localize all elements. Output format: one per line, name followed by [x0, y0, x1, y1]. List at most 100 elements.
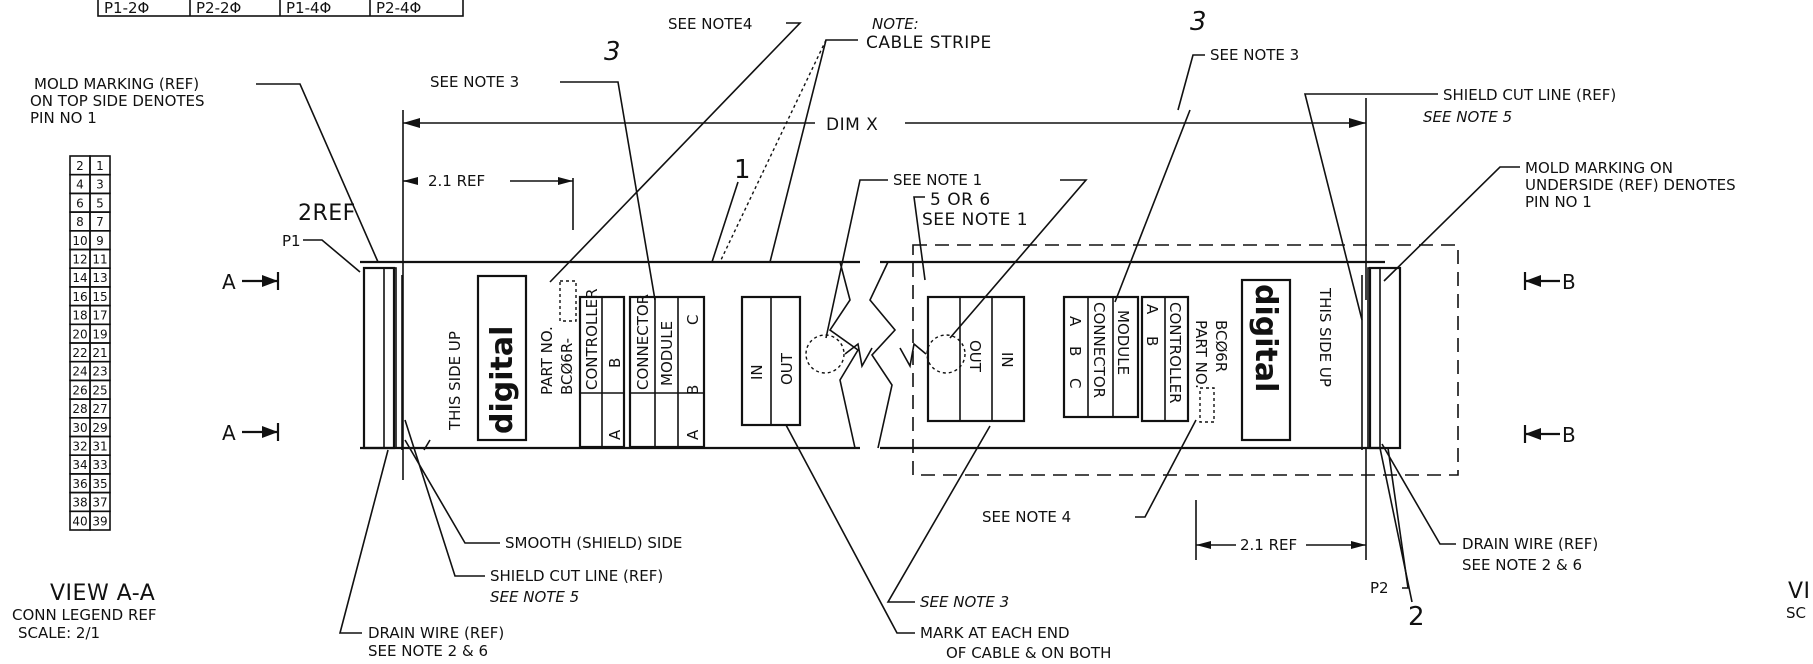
left-logo: digital [485, 326, 520, 434]
callout-3-left: 3 [604, 37, 621, 67]
pin-number: 14 [72, 271, 87, 285]
mold-marking-left-line2: ON TOP SIDE DENOTES [30, 92, 205, 110]
right-connector-label: CONNECTOR [1090, 302, 1108, 398]
b-top-label: B [1562, 270, 1576, 294]
p1-leader [303, 239, 361, 273]
scale-right-partial: SC [1786, 604, 1806, 622]
pin-number: 36 [72, 477, 87, 491]
drain-wire-left-line1: DRAIN WIRE (REF) [368, 624, 504, 642]
cable-stripe-dashed-leader [719, 39, 827, 263]
p1-label: P1 [282, 232, 301, 250]
see-note3-bottom-leader [886, 425, 991, 603]
right-controller-label: CONTROLLER [1166, 302, 1184, 404]
pin-number: 12 [72, 253, 87, 267]
callout-1: 1 [734, 155, 751, 185]
pin-number: 10 [72, 234, 87, 248]
a-top-label: A [222, 270, 236, 294]
p2-leader [1387, 447, 1409, 589]
pin-number: 2 [76, 159, 84, 173]
table-cell-3: P1-4Φ [286, 0, 331, 17]
pin-number: 23 [92, 365, 107, 379]
drain-wire-right-leader [1381, 443, 1456, 545]
left-module-label: MODULE [658, 321, 676, 386]
mold-marking-right-line3: PIN NO 1 [1525, 193, 1592, 211]
see-note4-bottom-leader [1135, 419, 1197, 518]
a-bottom-label: A [222, 421, 236, 445]
left-part-no: PART NO. [538, 326, 556, 395]
drain-wire-left-leader [338, 449, 389, 634]
view-right-partial: VI [1788, 579, 1811, 604]
callout-2: 2 [1408, 602, 1425, 632]
right-logo: digital [1248, 284, 1283, 392]
scale-label: SCALE: 2/1 [18, 624, 100, 642]
right-out-label: OUT [966, 340, 984, 373]
smooth-side-label: SMOOTH (SHIELD) SIDE [505, 534, 682, 552]
drain-wire-left-line2: SEE NOTE 2 & 6 [368, 642, 488, 660]
right-logo-box [1240, 278, 1292, 442]
p2-label: P2 [1370, 579, 1389, 597]
mold-marking-left-line3: PIN NO 1 [30, 109, 97, 127]
see-note3-left-leader [560, 81, 656, 301]
cable-stripe-label: CABLE STRIPE [866, 33, 992, 53]
ref-2-1-left: 2.1 REF [428, 172, 485, 190]
table-cell-4: P2-4Φ [376, 0, 421, 17]
right-part-no: PART NO. [1192, 320, 1210, 389]
table-cell-1: P1-2Φ [104, 0, 149, 17]
conn-legend-label: CONN LEGEND REF [12, 606, 157, 624]
pin-number: 24 [72, 365, 87, 379]
mold-marking-right-line2: UNDERSIDE (REF) DENOTES [1525, 176, 1736, 194]
see-note1-label: SEE NOTE 1 [893, 171, 982, 189]
right-mod-b: B [1066, 346, 1084, 356]
note-header: NOTE: [872, 15, 919, 33]
left-controller-label: CONTROLLER [583, 288, 601, 390]
shield-cut-left-line1: SHIELD CUT LINE (REF) [490, 567, 663, 585]
shield-cut-right-line2: SEE NOTE 5 [1423, 108, 1512, 126]
left-ctrl-b: B [606, 358, 624, 368]
pin-number: 33 [92, 458, 107, 472]
mold-marking-left-line1: MOLD MARKING (REF) [34, 75, 199, 93]
pin-number: 7 [96, 215, 104, 229]
pin-number: 40 [72, 514, 87, 528]
pin-number: 13 [92, 271, 107, 285]
pin-number: 6 [76, 196, 84, 210]
pin-number: 37 [92, 496, 107, 510]
pin-number: 21 [92, 346, 107, 360]
pin-number: 8 [76, 215, 84, 229]
see-note4-top: SEE NOTE4 [668, 15, 752, 33]
pin-number: 27 [92, 402, 107, 416]
left-this-side-up: THIS SIDE UP [446, 331, 464, 431]
right-module-label: MODULE [1114, 310, 1132, 375]
left-mark-circle [805, 334, 845, 374]
right-mod-c: C [1066, 378, 1084, 388]
see-note4-top-leader [549, 22, 802, 283]
top-table: P1-2Φ P2-2Φ P1-4Φ P2-4Φ [97, 0, 464, 17]
right-label: OUT IN A B C CONNECTOR MODULE A B CONTRO… [926, 278, 1334, 442]
pin-number: 26 [72, 383, 87, 397]
left-connector-label: CONNECTOR [634, 294, 652, 390]
pin-number: 18 [72, 309, 87, 323]
five-or-six: 5 OR 6 [930, 190, 991, 210]
mold-marking-right-line1: MOLD MARKING ON [1525, 159, 1673, 177]
b-bottom-label: B [1562, 423, 1576, 447]
pin-number: 19 [92, 327, 107, 341]
pin-number: 17 [92, 309, 107, 323]
left-label: THIS SIDE UP digital PART NO. BCØ6R- CON… [446, 274, 802, 449]
pin-number: 34 [72, 458, 87, 472]
right-mod-a: A [1066, 316, 1084, 327]
ref-2-1-right: 2.1 REF [1240, 536, 1297, 554]
pin-number: 16 [72, 290, 87, 304]
left-ctrl-a: A [606, 429, 624, 440]
pin-number: 11 [92, 253, 107, 267]
see-note1-leader-right [949, 179, 1088, 339]
pin-number: 3 [96, 178, 104, 192]
pin-cell [89, 510, 111, 531]
shield-cut-right-line1: SHIELD CUT LINE (REF) [1443, 86, 1616, 104]
pin-number: 1 [96, 159, 104, 173]
right-this-side-up: THIS SIDE UP [1316, 287, 1334, 387]
connector-p1 [362, 266, 396, 450]
two-ref-label: 2REF [298, 201, 356, 226]
pin-number: 28 [72, 402, 87, 416]
left-part-code: BCØ6R- [558, 338, 576, 395]
